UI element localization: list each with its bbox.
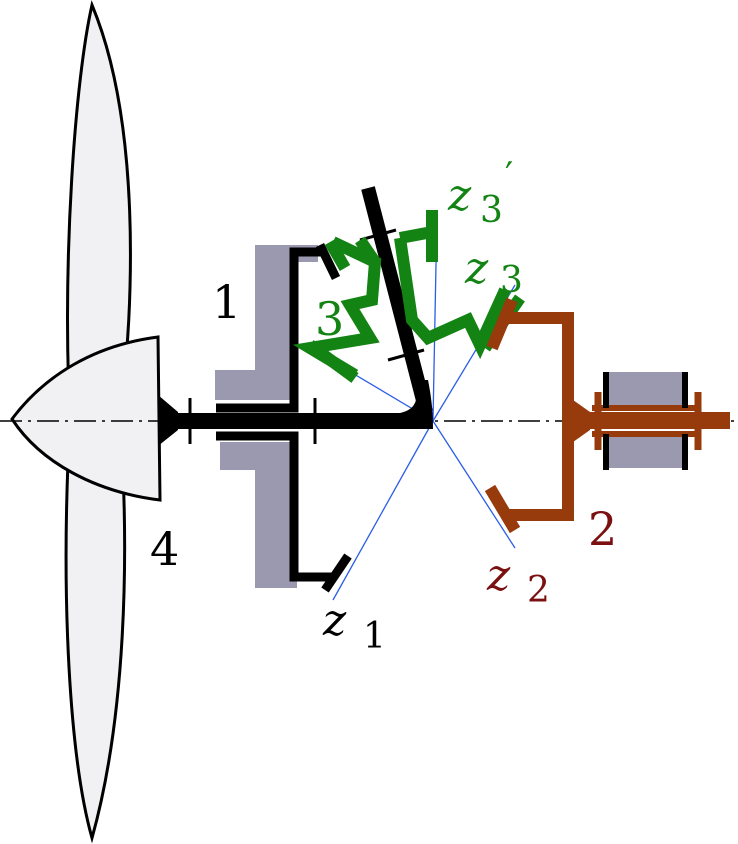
label-part-2: 2	[588, 502, 617, 556]
housing-1-lower	[220, 442, 297, 588]
output-gear-2	[484, 297, 574, 534]
label-z1: z 1	[322, 595, 386, 657]
label-z3: z 3	[464, 243, 523, 301]
output-bearing-outline	[603, 372, 688, 470]
label-z2: z 2	[486, 550, 550, 611]
label-part-4: 4	[150, 522, 179, 576]
label-part-3: 3	[315, 292, 344, 346]
propeller-spinner	[10, 335, 162, 502]
propeller-blade-lower	[64, 418, 127, 844]
gear-1	[216, 243, 352, 593]
label-z3-prime: z 3 ′	[447, 156, 513, 231]
output-bearing-housing-top	[608, 372, 688, 405]
output-shaft	[566, 392, 730, 450]
output-bearing-housing-bottom	[608, 435, 688, 468]
carrier-shaft	[158, 186, 433, 446]
label-part-1: 1	[212, 275, 241, 329]
